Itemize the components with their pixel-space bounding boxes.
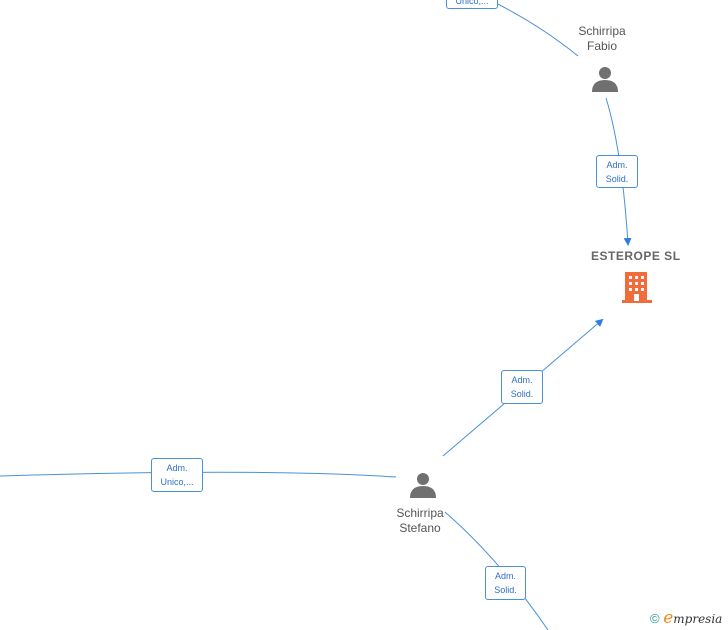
brand-name: mpresia xyxy=(673,612,723,626)
brand-e: e xyxy=(663,608,674,628)
edge-stefano-to-bottom xyxy=(444,511,549,630)
company-label-esterope[interactable]: ESTEROPE SL xyxy=(591,249,681,263)
person-label-fabio[interactable]: Schirripa Fabio xyxy=(578,24,626,53)
building-icon[interactable] xyxy=(621,270,653,304)
edge-stefano-to-left xyxy=(0,471,397,478)
edge-label-stefano-bottom[interactable]: Adm. Solid. xyxy=(485,566,526,600)
person-icon[interactable] xyxy=(590,64,620,94)
edge-label-stefano-company[interactable]: Adm. Solid. xyxy=(501,370,543,404)
edge-label-top-partial[interactable]: Unico,... xyxy=(446,0,498,9)
person-icon[interactable] xyxy=(408,470,438,500)
empresia-logo: © empresia xyxy=(650,608,722,628)
copyright-symbol: © xyxy=(650,611,660,626)
edge-top-to-fabio xyxy=(489,0,579,57)
edge-label-fabio-company[interactable]: Adm. Solid. xyxy=(596,155,638,188)
person-label-stefano[interactable]: Schirripa Stefano xyxy=(396,506,444,535)
edge-label-stefano-left[interactable]: Adm. Unico,... xyxy=(151,458,203,492)
